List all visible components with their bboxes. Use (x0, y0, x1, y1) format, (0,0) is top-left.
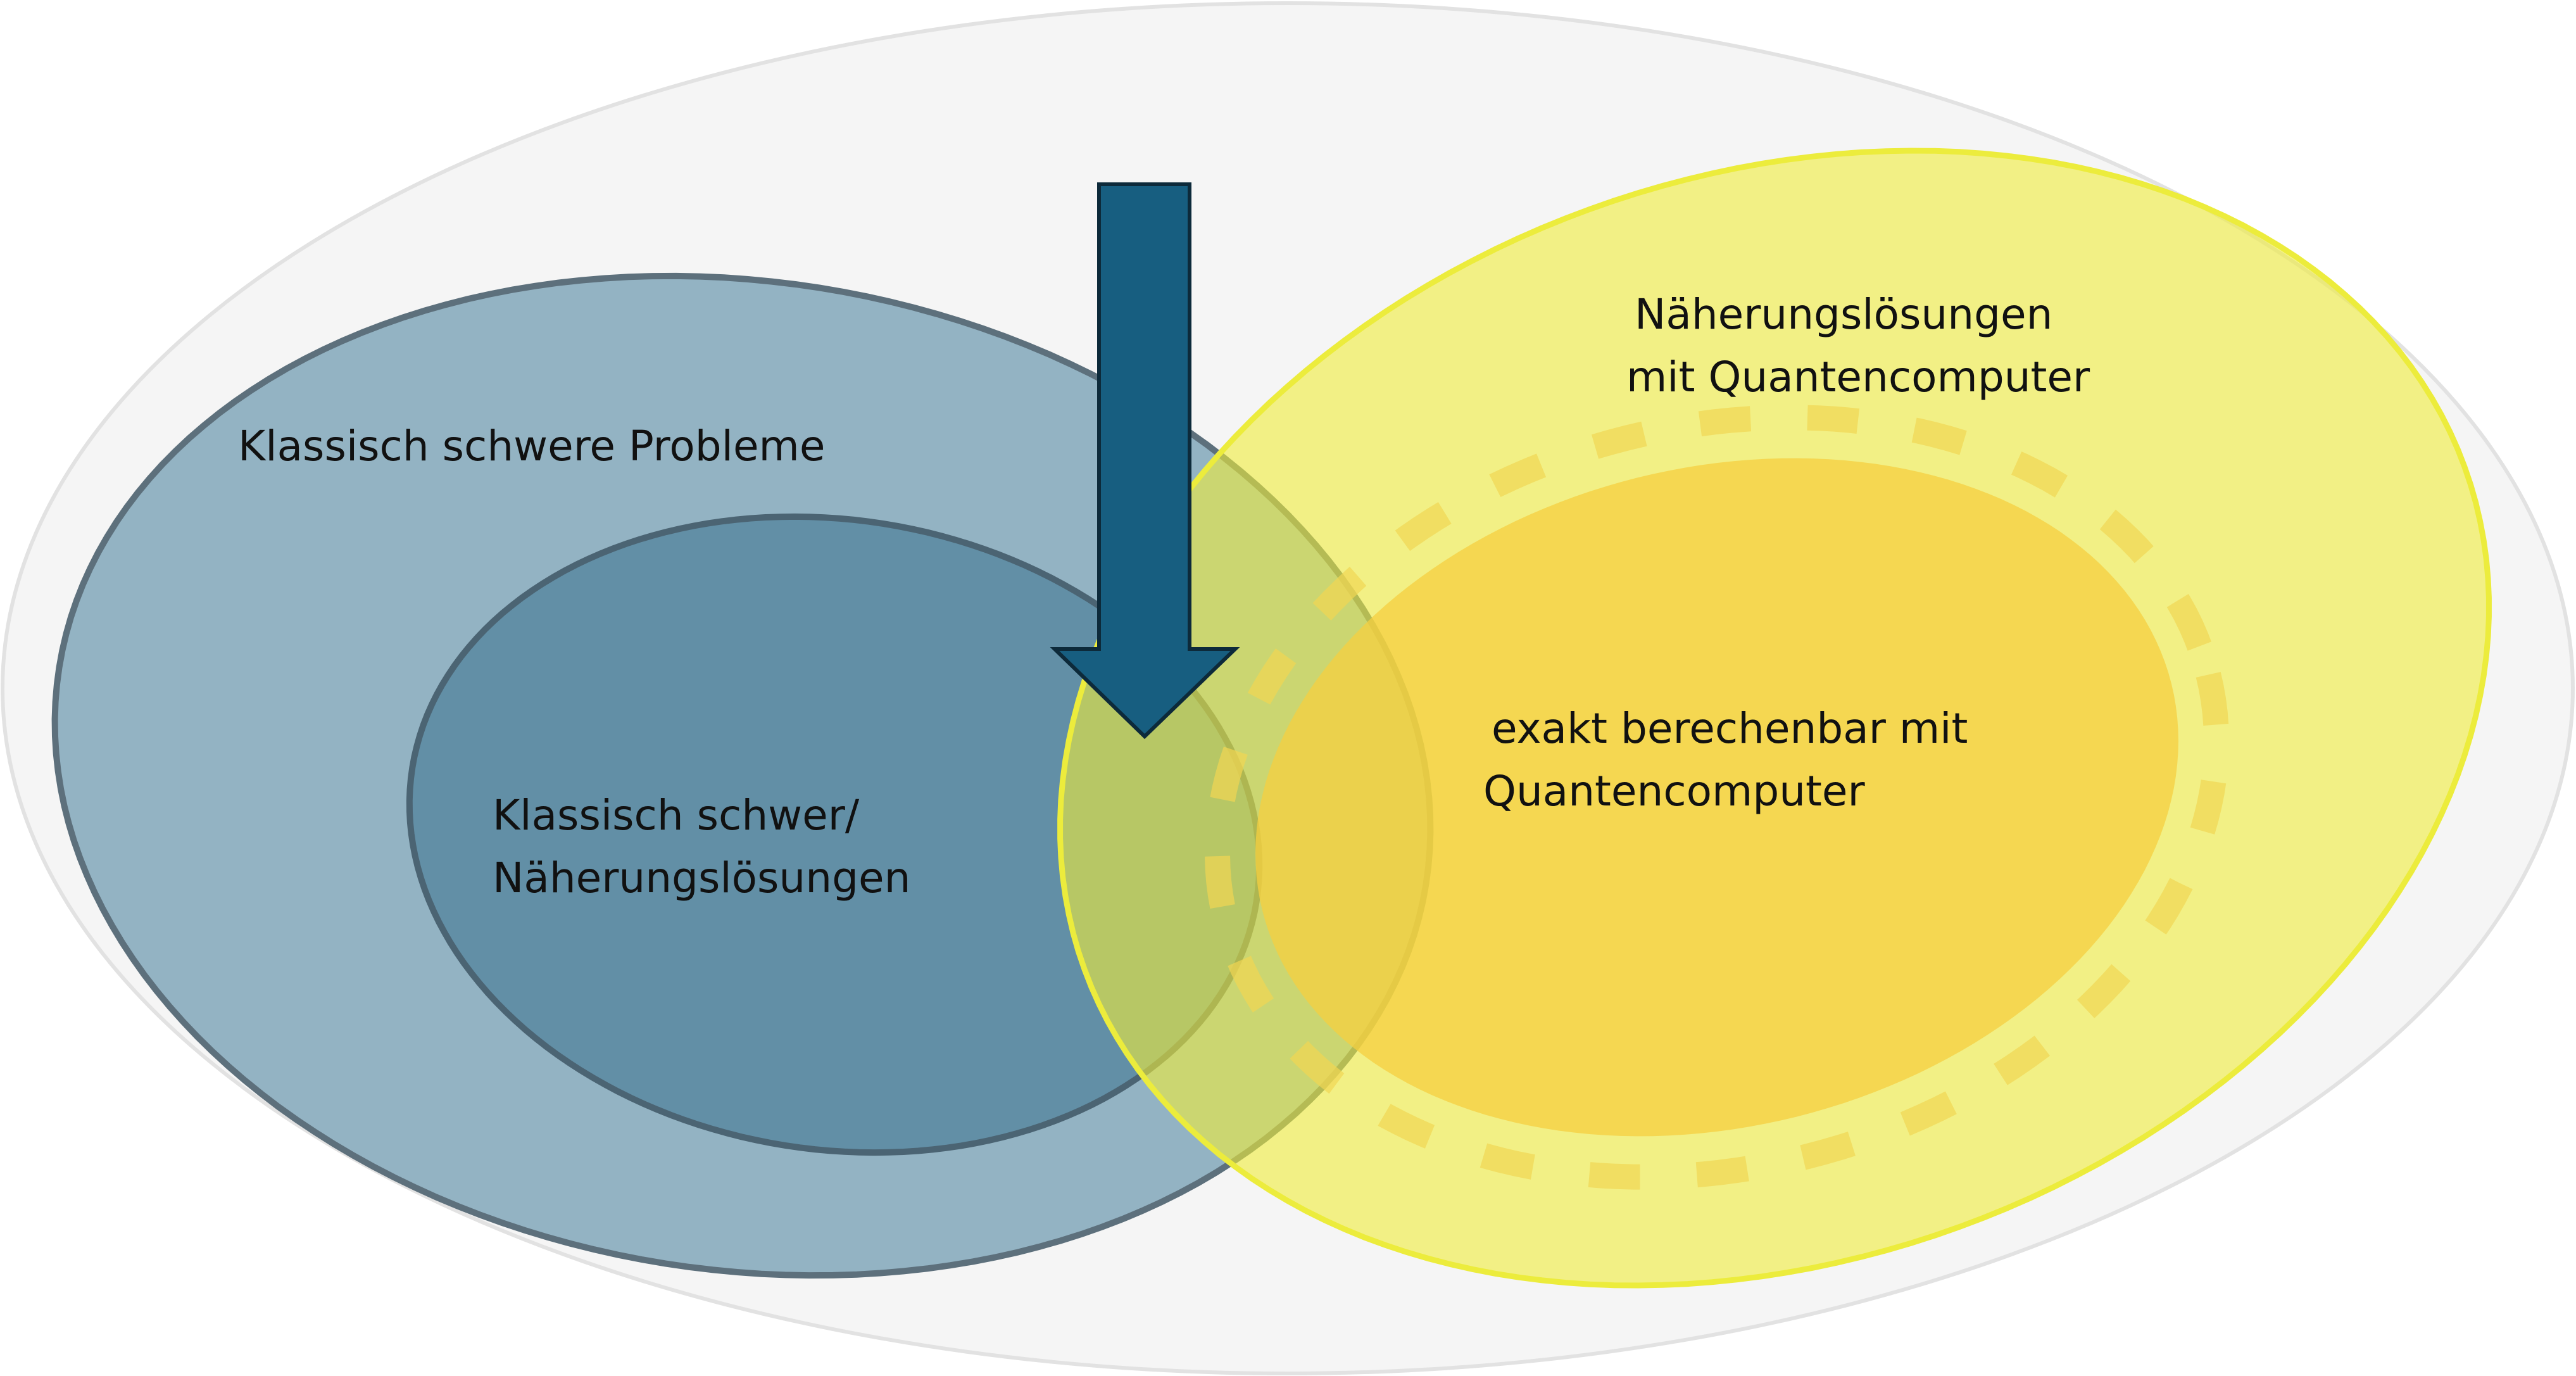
label-quantum-exact-2: Quantencomputer (1483, 767, 1866, 816)
label-classically-hard: Klassisch schwere Probleme (238, 422, 825, 470)
quantum-exact-dashed-outline (1204, 405, 2230, 1190)
label-classically-hard-approx-1: Klassisch schwer/ (493, 791, 860, 840)
classically-hard-approx-ellipse (406, 513, 1263, 1156)
quantum-exact-ellipse (1255, 458, 2178, 1137)
down-arrow-icon (1050, 182, 1240, 740)
label-quantum-approx-2: mit Quantencomputer (1626, 353, 2090, 401)
label-quantum-exact-1: exakt berechenbar mit (1492, 704, 1968, 753)
label-quantum-approx-1: Näherungslösungen (1635, 290, 2052, 339)
label-classically-hard-approx-2: Näherungslösungen (493, 854, 910, 902)
